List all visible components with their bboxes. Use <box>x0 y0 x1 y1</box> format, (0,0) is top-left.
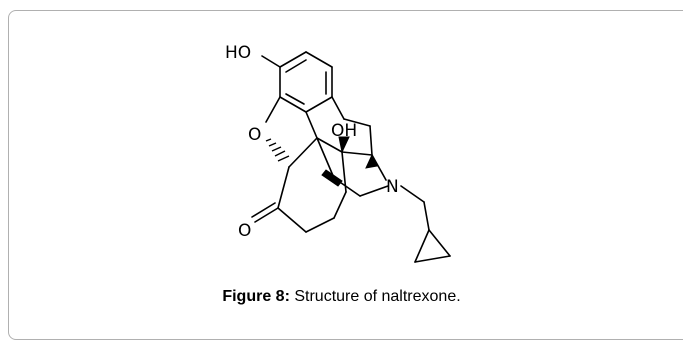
naltrexone-structure: HO O OH N O <box>225 43 451 263</box>
figure-frame <box>8 10 683 340</box>
label-ketone-o: O <box>238 221 251 241</box>
label-ether-o: O <box>248 125 261 145</box>
stereo-bonds <box>321 136 378 187</box>
figure-caption: Figure 8: Structure of naltrexone. <box>0 288 683 306</box>
bond-lines <box>251 51 451 263</box>
label-oh: OH <box>331 121 357 141</box>
caption-text: Structure of naltrexone. <box>294 288 461 305</box>
label-ho: HO <box>225 43 251 63</box>
caption-label: Figure 8: <box>222 288 290 305</box>
label-n: N <box>386 177 399 197</box>
hashed-bond-ether <box>265 138 290 162</box>
